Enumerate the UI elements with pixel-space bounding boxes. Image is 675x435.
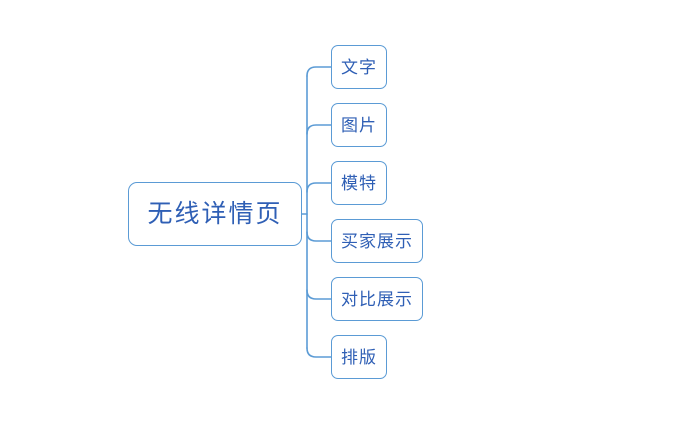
root-node-label: 无线详情页 [147,200,283,228]
child-node-mote[interactable]: 模特 [331,161,387,205]
child-node-label: 对比展示 [341,289,413,309]
child-node-label: 买家展示 [341,231,413,251]
root-node[interactable]: 无线详情页 [128,182,302,246]
child-node-label: 图片 [341,115,377,135]
child-node-duibizhanshi[interactable]: 对比展示 [331,277,423,321]
connector-path [306,66,332,77]
connector-path [306,124,332,135]
child-node-tupian[interactable]: 图片 [331,103,387,147]
child-node-paiban[interactable]: 排版 [331,335,387,379]
connector-path [306,231,332,242]
child-node-label: 文字 [341,57,377,77]
child-node-wenzi[interactable]: 文字 [331,45,387,89]
connector-path [306,289,332,300]
child-node-label: 模特 [341,173,377,193]
child-node-label: 排版 [341,347,377,367]
connector-path [306,182,332,193]
connector-path [306,347,332,358]
child-node-maijiazhanshi[interactable]: 买家展示 [331,219,423,263]
